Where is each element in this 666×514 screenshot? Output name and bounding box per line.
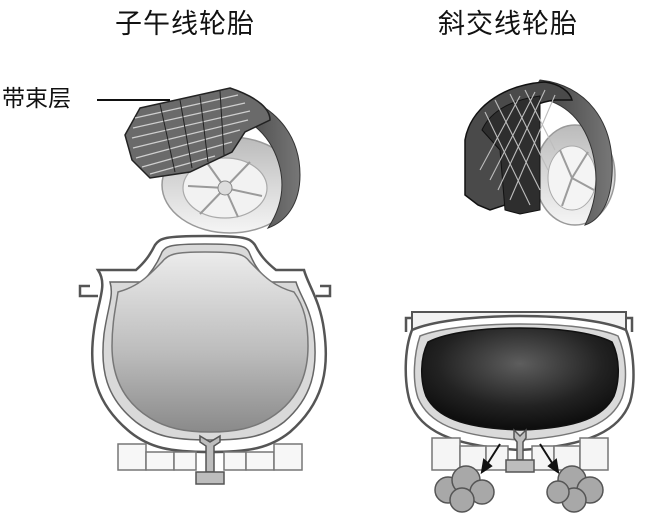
radial-tire-cutaway xyxy=(97,88,300,233)
bias-inner-tube xyxy=(422,328,619,430)
bias-air-leak-left xyxy=(435,466,494,512)
bias-tire-cross-section xyxy=(406,312,634,512)
radial-rim-right-hook xyxy=(316,286,330,296)
bias-tire-cutaway xyxy=(465,80,615,225)
bias-air-leak-right xyxy=(547,466,603,512)
radial-tire-cross-section xyxy=(80,236,330,484)
radial-rim-left-hook xyxy=(80,286,98,296)
